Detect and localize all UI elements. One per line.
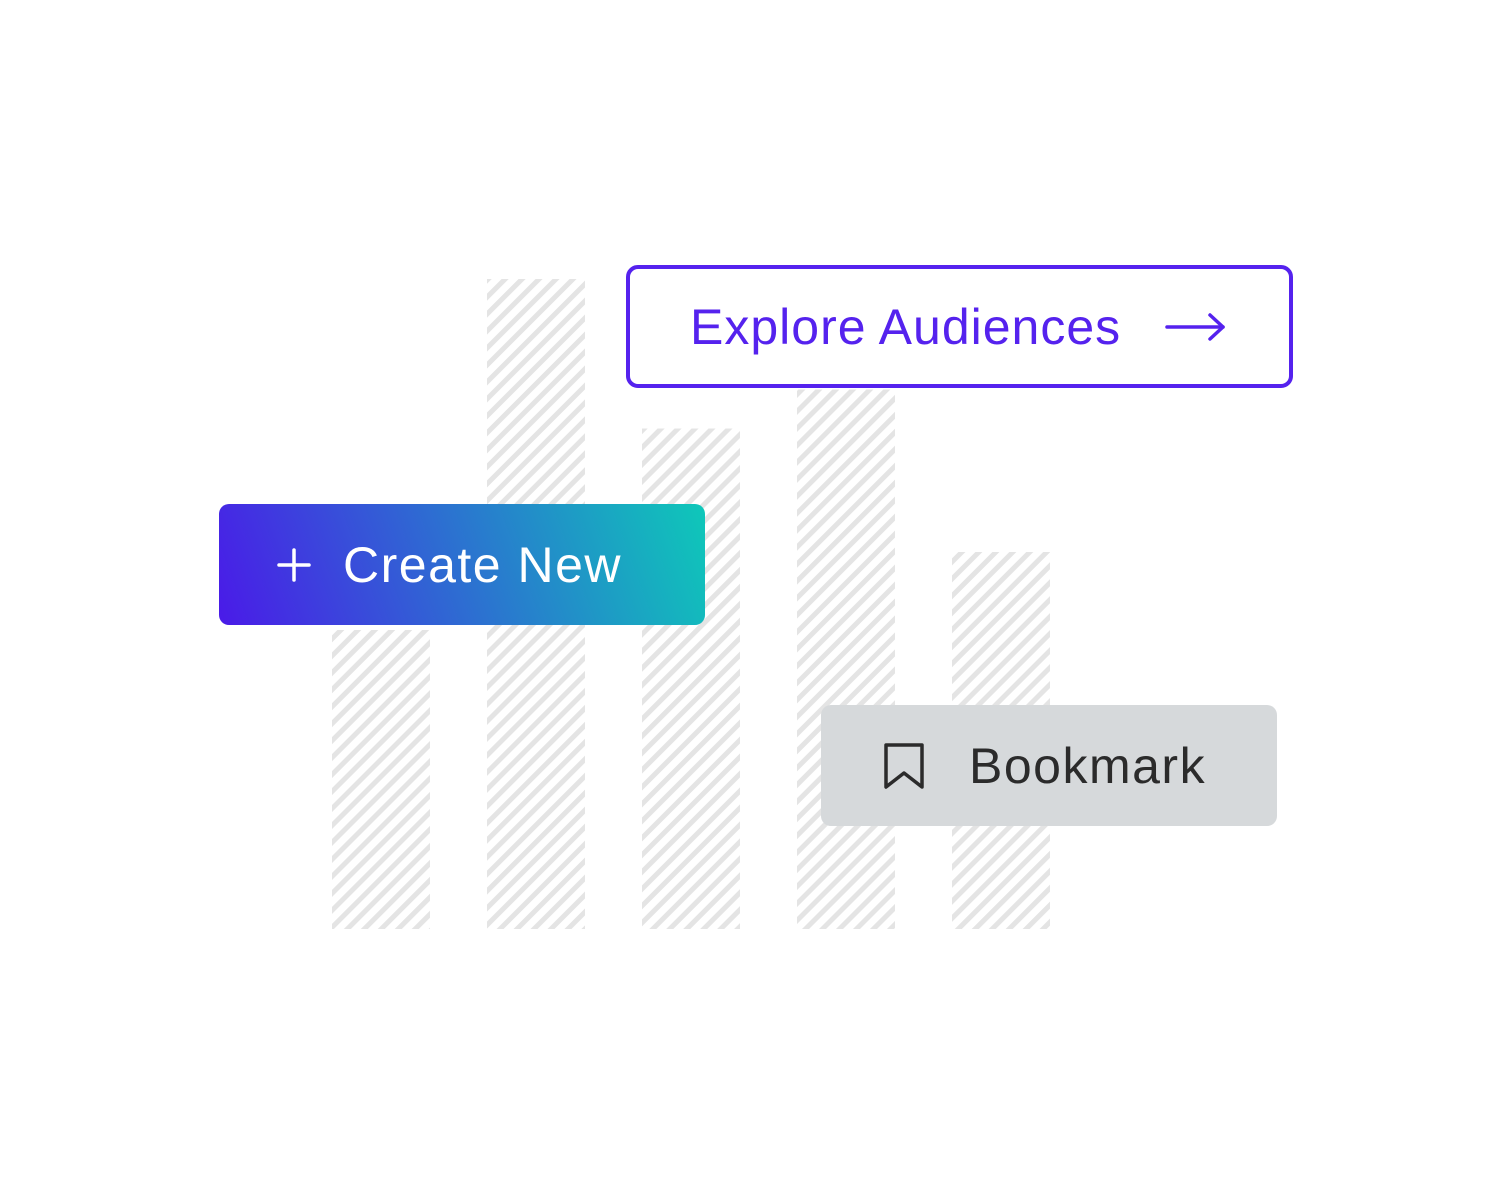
hatched-bar xyxy=(797,389,895,929)
bookmark-icon xyxy=(883,742,925,790)
arrow-right-icon xyxy=(1165,312,1227,342)
plus-icon xyxy=(277,547,311,582)
explore-audiences-label: Explore Audiences xyxy=(690,298,1122,355)
bookmark-button[interactable]: Bookmark xyxy=(821,705,1277,826)
explore-audiences-button[interactable]: Explore Audiences xyxy=(626,265,1293,388)
create-new-label: Create New xyxy=(343,536,622,593)
create-new-button[interactable]: Create New xyxy=(219,504,705,625)
bookmark-label: Bookmark xyxy=(969,737,1207,794)
hatched-bar xyxy=(332,630,430,929)
